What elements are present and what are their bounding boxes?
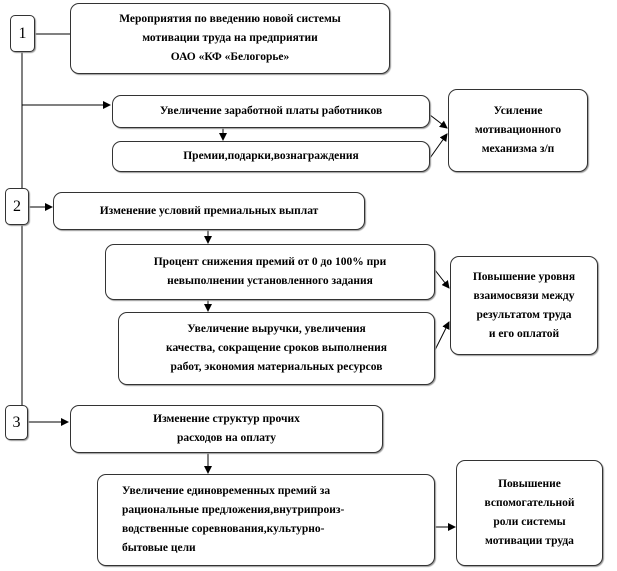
step-3-action-1: Увеличение единовременных премий за раци… bbox=[97, 474, 435, 566]
step-1-result: Усиление мотивационного механизма з/п bbox=[448, 89, 588, 172]
step-2-action-2: Увеличение выручки, увеличения качества,… bbox=[118, 312, 435, 385]
step-1-title: Мероприятия по введению новой системы мо… bbox=[70, 3, 390, 74]
step-number-2: 2 bbox=[5, 188, 29, 225]
step-1-action-2: Премии,подарки,вознаграждения bbox=[112, 141, 430, 172]
step-2-title: Изменение условий премиальных выплат bbox=[53, 192, 365, 230]
step-2-action-1: Процент снижения премий от 0 до 100% при… bbox=[105, 244, 435, 300]
step-number-1: 1 bbox=[10, 15, 35, 52]
step-2-result: Повышение уровня взаимосвязи между резул… bbox=[450, 256, 598, 355]
step-3-title: Изменение структур прочих расходов на оп… bbox=[70, 405, 383, 453]
step-1-action-1: Увеличение заработной платы работников bbox=[112, 95, 430, 128]
step-3-result: Повышение вспомогательной роли системы м… bbox=[456, 460, 603, 566]
step-number-3: 3 bbox=[5, 405, 28, 440]
